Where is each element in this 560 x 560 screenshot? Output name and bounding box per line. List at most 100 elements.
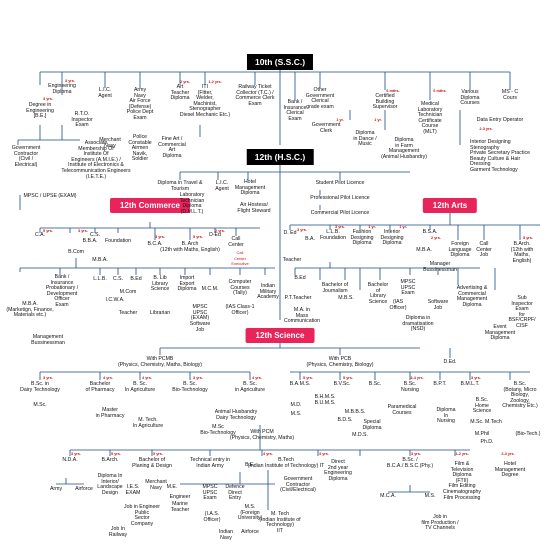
commerce-bcom: B.Com <box>68 249 84 255</box>
duration-label: 4 yrs. <box>142 376 152 380</box>
commerce-import-export: Import Export Diploma <box>177 275 197 293</box>
science-be: B.E. <box>245 462 255 468</box>
science-special-diploma: Special Diploma <box>362 419 382 431</box>
science-hotel-mgmt: Hotel Management Degree <box>494 461 526 479</box>
duration-label: 4 yrs. <box>263 452 273 456</box>
mpsc-upse: MPSC / UPSE (EXAM) <box>23 193 77 199</box>
science-pcb: With PCB (Physics, Chemistry, Biology) <box>306 356 374 368</box>
commerce-ded: D-Ed <box>209 232 221 238</box>
science-paramedical: Paramedical Courses <box>387 404 417 416</box>
science-btech-iit: B.Tech (Indian Institute of Technology) … <box>247 457 325 469</box>
arts-advertising: Advertising & Commercial Management Dipl… <box>456 285 488 308</box>
arts-bsa: B.S.A. <box>422 229 438 235</box>
merchant-navy-ssc: Merchant Navy <box>99 137 121 149</box>
science-mbbs: M.B.B.S. <box>344 409 366 415</box>
commerce-cs: C.S. <box>89 232 101 238</box>
science-md: M.D. <box>290 402 302 408</box>
science-header: 12th Science <box>245 328 315 343</box>
science-job-engineer: Job in Engineer Public Sector Company <box>123 504 161 527</box>
science-mpharm: Master in Pharmacy <box>95 407 125 419</box>
science-ms: M.S. <box>290 411 302 417</box>
arts-drama: Diploma in dramatisation (NSD) <box>402 315 434 333</box>
arts-barch: B.Arch. (12th with Maths, English) <box>510 241 534 264</box>
science-airforce: Airforce <box>75 486 93 492</box>
govt-clerk: Government Clerk <box>311 122 341 134</box>
science-phd: Ph.D. <box>480 439 494 445</box>
arts-software: Software Job <box>427 299 449 311</box>
science-bsc-biotech: B. Sc. Bio-Technology <box>172 381 208 393</box>
arts-interior: Interior Designing Diploma <box>380 229 404 247</box>
commerce-header: 12th Commerce <box>109 198 191 213</box>
science-bsc-nursing: B.Sc. Nursing <box>401 381 419 393</box>
science-mds: M.D.S. <box>352 432 368 438</box>
science-diploma-nursing: Diploma In Nursing <box>436 407 456 425</box>
commerce-ca: C.A. <box>34 232 46 238</box>
science-merchant-navy: Merchant Navy <box>145 479 167 491</box>
duration-label: 1-2 yrs. <box>455 452 469 456</box>
lic-agent-ssc: L.I.C. Agent <box>98 87 112 99</box>
arts-mpsc: MPSC UPSC Exam <box>400 279 416 297</box>
science-marine: Marine Teacher <box>170 501 190 513</box>
air-hostess: Air Hostess/ Flight Steward <box>237 202 271 214</box>
science-nda: N.D.A. <box>62 457 78 463</box>
commerce-software: Software Job <box>189 321 211 333</box>
duration-label: 2-3 yrs. <box>479 127 493 131</box>
science-defence: Defence Direct Entry <box>225 484 245 502</box>
railway-exam: Railway Ticket Collector (T.C.) / Commer… <box>235 84 275 107</box>
commerce-bca: B.C.A. <box>147 241 163 247</box>
commerce-bba: B.B.A. <box>82 238 98 244</box>
duration-label: 1 yr. <box>368 225 376 229</box>
interior-list: Interior Designing Stenography Private S… <box>470 139 530 173</box>
commerce-teacher: Teacher <box>118 310 138 316</box>
arts-bed: B.Ed <box>294 275 306 281</box>
science-govt-contractor: Government Contractor (Civil/Electrical) <box>280 476 316 494</box>
science-with-pcm: With PCM (Physics, Chemistry, Maths) <box>229 429 295 441</box>
duration-label: 3 yrs. <box>78 229 88 233</box>
commerce-military: Indian Military Academy <box>257 283 279 301</box>
duration-label: 6 mths. <box>433 89 447 93</box>
ms-cit: MS - C Cours <box>501 89 519 101</box>
degree-engineering: Degree in Engineering [B.E.] <box>26 102 54 120</box>
lab-tech-diploma: Laboratory Technician Diploma (D.M.L.T.) <box>179 192 205 215</box>
duration-label: 3 yrs. <box>471 376 481 380</box>
science-bmlt: B.M.L.T. <box>460 381 480 387</box>
duration-label: 3 yrs. <box>155 235 165 239</box>
science-bsc-agri2: B. Sc. in Agriculture <box>235 381 265 393</box>
science-planning: Bachelor of Planing & Design <box>132 457 172 469</box>
govt-contractor: Government Contractor (Civil / Electrica… <box>11 145 41 168</box>
science-msc-biotech: M.Sc Bio-Technology <box>200 424 236 436</box>
duration-label: 3 yrs. <box>65 79 75 83</box>
duration-label: 5 yrs. <box>343 376 353 380</box>
duration-label: 4 yrs. <box>252 376 262 380</box>
science-ded: D.Ed. <box>443 359 457 365</box>
commerce-cs2: C.S. <box>112 276 124 282</box>
duration-label: 2 yrs. <box>431 236 441 240</box>
commerce-ias: (IAS Class-1 Officer) <box>225 304 255 316</box>
commerce-bed: B.Ed <box>130 276 142 282</box>
duration-label: 1 yr. <box>336 118 344 122</box>
commerce-llb: L.L.B. <box>93 276 107 282</box>
science-technical-army: Technical entry in Indian Army <box>189 457 231 469</box>
art-teacher: Art Teacher Diploma <box>170 84 190 102</box>
commerce-call-center: Call Center <box>228 236 244 248</box>
commerce-mba-spec: M.B.A. (Marketign, Finance, Materials et… <box>6 301 54 319</box>
duration-label: 3 yrs. <box>335 225 345 229</box>
science-bsc-dairy: B.Sc. in Dairy Technology <box>20 381 60 393</box>
science-engineer: Engineer <box>169 494 191 500</box>
science-bsc-botany: B.Sc. (Botany, Micro Biology, Zoology, C… <box>502 381 538 410</box>
duration-label: 3 yrs. <box>411 452 421 456</box>
arts-header: 12th Arts <box>422 198 478 213</box>
science-msc-mtech: M.Sc. M.Tech <box>470 419 502 425</box>
arts-mbs: M.B.S. <box>338 295 354 301</box>
amie: Associate Membership Of Institute Of Eng… <box>61 140 131 180</box>
duration-label: 5 yrs. <box>43 229 53 233</box>
commerce-mcom: M.Com <box>119 289 137 295</box>
commerce-computer: Computer Courses (Tally) <box>228 279 252 297</box>
bank-clerk: Bank / Insurance Clerical Exam <box>283 99 307 122</box>
arts-event: Event Management Diploma <box>484 324 516 342</box>
duration-label: 5 yrs. <box>153 452 163 456</box>
science-mtech-iit: M. Tech (Indian Institute of Technology)… <box>259 511 301 534</box>
rto-inspector: R.T.O. Inspector Exam <box>71 111 93 129</box>
science-barch: B.Arch. <box>101 457 119 463</box>
commerce-foundation: Foundation <box>105 238 131 244</box>
